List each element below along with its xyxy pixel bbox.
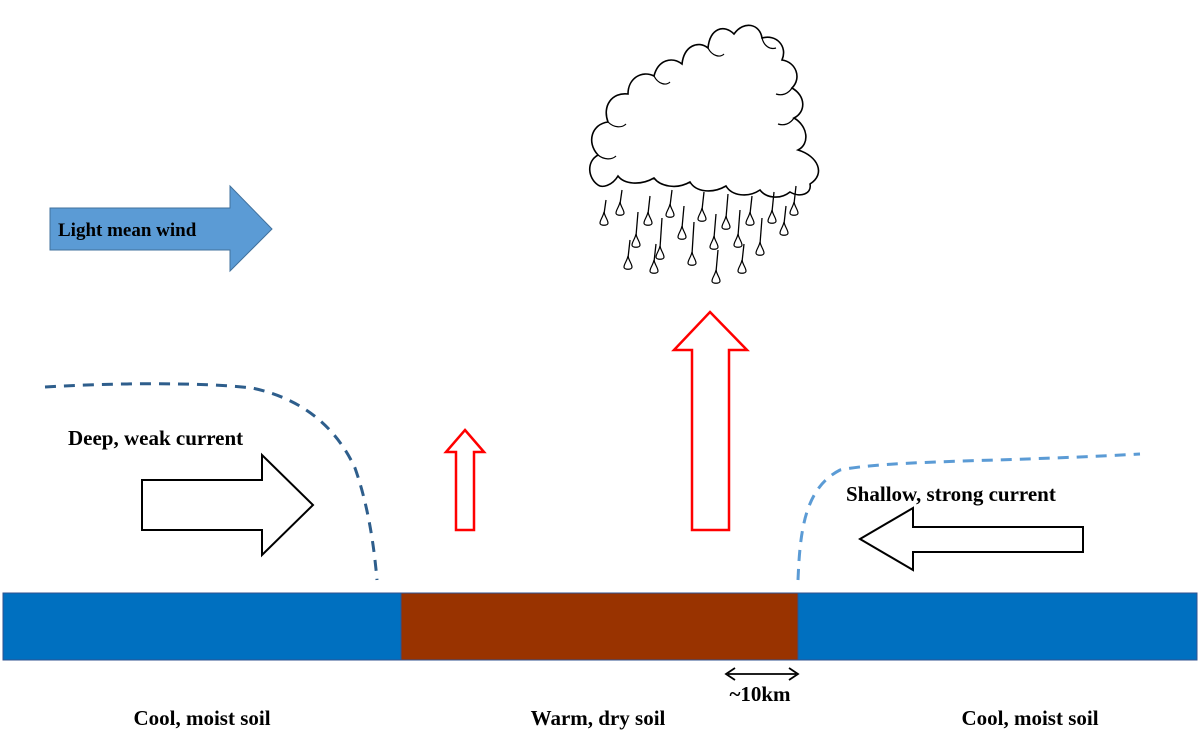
dry-soil-block [400, 592, 799, 661]
raindrop [643, 211, 653, 226]
right-moist-soil-block [797, 592, 1198, 661]
raindrop [737, 259, 747, 274]
raindrop [687, 251, 697, 266]
light-mean-wind-arrow: Light mean wind [49, 184, 273, 273]
rain-streak [635, 211, 639, 237]
rain-streak [603, 199, 607, 215]
rain-drops [599, 185, 799, 284]
raindrop [755, 241, 765, 256]
rain-cloud-icon [588, 24, 820, 198]
rain-streak [737, 209, 741, 237]
rain-streak [659, 217, 663, 249]
wind-label: Light mean wind [58, 220, 197, 241]
cloud-outline [588, 24, 820, 198]
right-soil-label: Cool, moist soil [961, 706, 1098, 730]
rain-streak [627, 239, 631, 259]
raindrop [733, 233, 743, 248]
raindrop [711, 269, 721, 284]
raindrop [789, 201, 799, 216]
raindrop [745, 211, 755, 226]
wind-arrow-shape [49, 184, 273, 273]
deep-current-label: Deep, weak current [68, 426, 243, 450]
raindrop [615, 201, 625, 216]
left-moist-soil-block [2, 592, 402, 661]
raindrop [767, 209, 777, 224]
raindrop [631, 233, 641, 248]
raindrop [665, 203, 675, 218]
scale-bar [724, 667, 800, 681]
rain-streak [783, 205, 787, 225]
right-boundary-dashed-line [796, 452, 1141, 581]
raindrop [649, 259, 659, 274]
raindrop [779, 221, 789, 236]
large-updraft-arrow [671, 310, 750, 532]
rain-streak [759, 217, 763, 245]
rain-streak [647, 195, 651, 215]
raindrop [677, 225, 687, 240]
rain-streak [619, 189, 623, 205]
soil-strip [2, 592, 1198, 661]
shallow-current-label: Shallow, strong current [846, 482, 1056, 506]
center-soil-label: Warm, dry soil [531, 706, 666, 730]
rain-streak [749, 195, 753, 215]
rain-streak [701, 191, 705, 211]
rain-streak [653, 243, 657, 263]
rain-streak [713, 213, 717, 239]
rain-streak [771, 191, 775, 213]
rain-streak [681, 205, 685, 229]
raindrop [623, 255, 633, 270]
rain-streak [691, 221, 695, 255]
raindrop [697, 207, 707, 222]
raindrop [709, 235, 719, 250]
rain-streak [725, 193, 729, 219]
deep-current-arrow [141, 452, 315, 558]
small-updraft-arrow [443, 428, 487, 532]
rain-streak [715, 249, 719, 273]
raindrop [721, 215, 731, 230]
raindrop [655, 245, 665, 260]
rain-streak [741, 243, 745, 263]
left-boundary-dashed-line [44, 382, 379, 581]
scale-label: ~10km [729, 682, 791, 706]
raindrop [599, 211, 609, 226]
shallow-current-arrow [858, 506, 1084, 572]
rain-streak [669, 189, 673, 207]
rain-streak [793, 185, 797, 205]
left-soil-label: Cool, moist soil [133, 706, 270, 730]
cloud-inner-lobes [597, 37, 795, 160]
